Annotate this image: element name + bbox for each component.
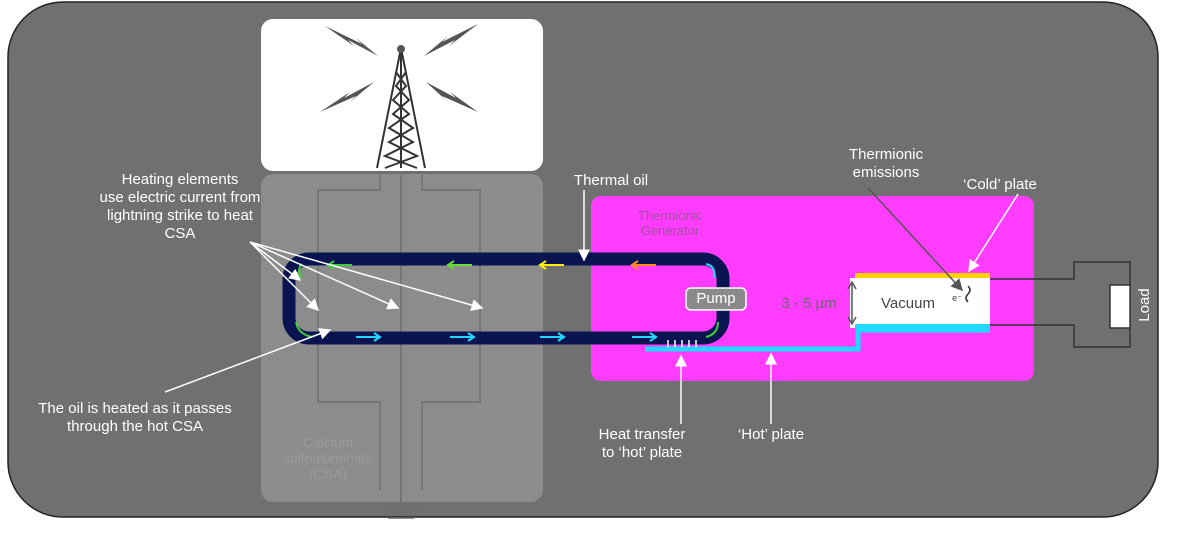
hot-plate xyxy=(645,327,990,352)
pump-box xyxy=(685,287,747,311)
heating-elements-line1: Heating elements xyxy=(121,171,239,188)
emissions-line2: emissions xyxy=(852,164,920,181)
pointer-arrows xyxy=(164,190,1019,424)
thermal-oil-label: Thermal oil xyxy=(573,172,649,189)
pump-label: Pump xyxy=(696,290,736,307)
hot-plate-surface xyxy=(855,324,990,329)
generator-line2: Generator xyxy=(640,223,700,238)
load-label: Load xyxy=(1136,288,1153,322)
heating-element-outline xyxy=(317,175,481,519)
oil-heated-line2: through the hot CSA xyxy=(67,418,203,435)
hot-plate-label: ‘Hot’ plate xyxy=(737,426,805,443)
flow-arrows-top xyxy=(326,260,656,270)
cold-plate-label: ‘Cold’ plate xyxy=(963,176,1037,193)
vacuum-chamber xyxy=(850,278,990,328)
gap-dimension-arrow xyxy=(847,280,857,326)
vacuum-label: Vacuum xyxy=(881,295,935,312)
oil-heated-label: The oil is heated as it passes through t… xyxy=(10,400,260,436)
csa-label: Calcium sulfoaluminate (CSA) xyxy=(258,434,398,482)
load-circuit xyxy=(990,261,1131,348)
generator-label: Thermionic Generator xyxy=(620,208,720,238)
heat-transfer-line1: Heat transfer xyxy=(598,426,686,443)
heat-transfer-ticks xyxy=(667,340,697,347)
emission-squiggle xyxy=(965,285,971,303)
heating-elements-line3: lightning strike to heat xyxy=(107,207,253,224)
csa-line2: sulfoaluminate xyxy=(282,450,374,466)
thermionic-emissions-label: Thermionic emissions xyxy=(826,146,946,182)
heating-elements-label: Heating elements use electric current fr… xyxy=(60,171,300,243)
csa-line3: (CSA) xyxy=(308,466,348,482)
heating-elements-line2: use electric current from xyxy=(99,189,261,206)
lightning-bolt-icons xyxy=(320,24,478,112)
lightning-tower-icon xyxy=(376,45,426,169)
oil-heated-line1: The oil is heated as it passes xyxy=(38,400,232,417)
csa-line1: Calcium xyxy=(302,434,354,450)
emissions-pointer xyxy=(867,187,964,292)
flow-arrows-bottom xyxy=(356,332,658,342)
heat-transfer-line2: to ‘hot’ plate xyxy=(601,444,683,461)
cold-plate xyxy=(855,273,990,278)
emissions-line1: Thermionic xyxy=(848,146,924,163)
load-resistor xyxy=(1109,284,1131,329)
heating-elements-line4: CSA xyxy=(164,225,196,242)
generator-line1: Thermionic xyxy=(637,208,703,223)
gap-label: 3 - 5 µm xyxy=(781,295,837,312)
electron-label: e⁻ xyxy=(952,293,962,303)
heat-transfer-label: Heat transfer to ‘hot’ plate xyxy=(572,426,712,462)
